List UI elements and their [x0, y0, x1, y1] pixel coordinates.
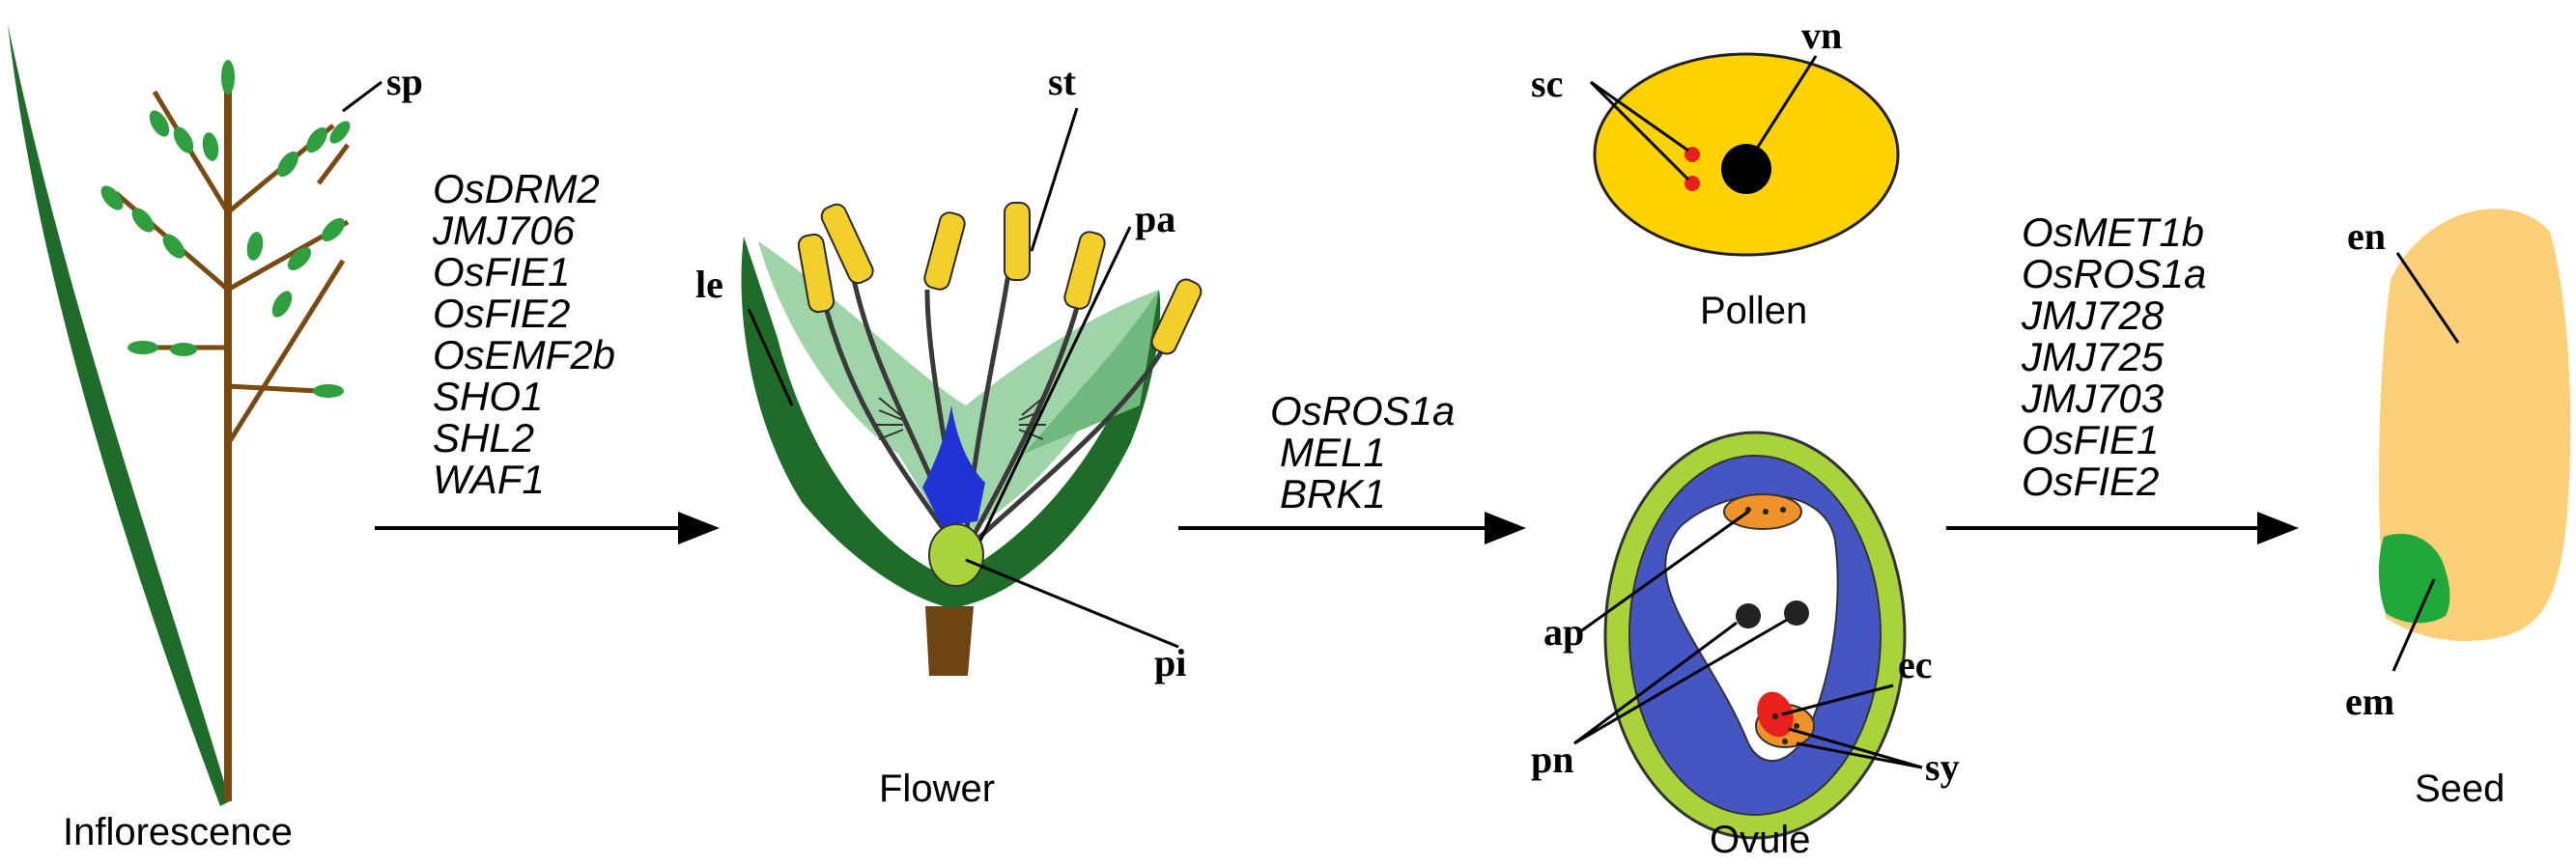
anthers — [797, 202, 1203, 355]
em-leader — [2392, 578, 2436, 672]
gene-1-1: OsDRM2 — [433, 166, 600, 211]
pollen-illustration — [1589, 52, 1900, 257]
polar-nucleus-2 — [1784, 600, 1809, 626]
label-pi: pi — [1154, 641, 1186, 684]
stigma — [876, 397, 1046, 440]
vn-leader — [1751, 55, 1818, 155]
le-leader — [747, 308, 794, 406]
gene-1-8: WAF1 — [433, 457, 545, 502]
gene-3-4: JMJ725 — [2021, 334, 2165, 379]
sc-leader-1 — [1590, 80, 1689, 153]
label-le: le — [695, 263, 723, 306]
label-ap: ap — [1543, 610, 1584, 654]
label-st: st — [1048, 60, 1077, 103]
label-em: em — [2345, 680, 2394, 723]
lemma — [741, 237, 1161, 608]
sc-leader-2 — [1589, 80, 1690, 181]
caption-inflorescence: Inflorescence — [63, 811, 293, 853]
sp-leader — [342, 80, 382, 113]
label-pn: pn — [1531, 738, 1574, 781]
gene-3-7: OsFIE2 — [2022, 459, 2159, 504]
sy-leader-2 — [1796, 741, 1923, 769]
label-sp: sp — [386, 60, 423, 103]
st-leader — [1030, 107, 1079, 252]
polar-nucleus-1 — [1736, 603, 1761, 628]
gene-1-7: SHL2 — [433, 415, 534, 460]
gene-1-3: OsFIE1 — [433, 249, 570, 294]
pa-leader — [978, 226, 1132, 542]
gene-1-5: OsEMF2b — [433, 332, 615, 377]
arrow-3 — [1946, 512, 2299, 544]
ovule-illustration — [1573, 431, 1923, 840]
inflorescence-illustration — [8, 24, 382, 806]
gene-list-2: OsROS1a MEL1 BRK1 — [1270, 388, 1455, 516]
sy-leader-1 — [1788, 727, 1923, 769]
gene-1-6: SHO1 — [433, 374, 543, 419]
caption-pollen: Pollen — [1700, 290, 1807, 332]
leaf-blade — [8, 24, 230, 806]
vegetative-nucleus — [1721, 144, 1771, 194]
ap-leader — [1578, 510, 1749, 634]
spikelets — [100, 60, 351, 398]
caption-flower: Flower — [879, 767, 995, 810]
synergid-dots — [1772, 713, 1799, 744]
style-blue — [922, 405, 985, 526]
gene-3-1: OsMET1b — [2022, 209, 2204, 255]
label-sc: sc — [1531, 62, 1563, 105]
gene-3-3: JMJ728 — [2021, 293, 2165, 338]
label-sy: sy — [1925, 745, 1960, 789]
flower-illustration — [741, 107, 1203, 676]
endosperm — [2379, 209, 2571, 641]
gene-2-3: BRK1 — [1280, 471, 1386, 516]
gene-1-4: OsFIE2 — [433, 291, 570, 336]
en-leader — [2395, 252, 2460, 344]
embryo — [2378, 533, 2450, 624]
gene-list-1: OsDRM2 JMJ706 OsFIE1 OsFIE2 OsEMF2b SHO1… — [432, 166, 615, 502]
label-pa: pa — [1135, 197, 1175, 240]
ec-leader — [1781, 684, 1894, 716]
seed-illustration — [2378, 209, 2571, 672]
pn-leader-2 — [1573, 618, 1788, 745]
caption-seed: Seed — [2415, 767, 2505, 810]
pn-leader-1 — [1573, 621, 1738, 745]
caption-ovule: Ovule — [1710, 819, 1811, 861]
gene-3-2: OsROS1a — [2022, 251, 2206, 296]
pistil — [928, 523, 984, 587]
arrow-2 — [1178, 512, 1526, 544]
label-ec: ec — [1898, 643, 1933, 686]
filaments — [818, 231, 1167, 543]
arrow-1 — [375, 512, 720, 544]
label-vn: vn — [1801, 14, 1842, 57]
gene-1-2: JMJ706 — [432, 208, 576, 253]
gene-3-5: JMJ703 — [2021, 376, 2164, 421]
gene-2-1: OsROS1a — [1270, 388, 1455, 433]
pedicel — [925, 606, 974, 676]
gene-list-3: OsMET1b OsROS1a JMJ728 JMJ725 JMJ703 OsF… — [2021, 209, 2206, 504]
gene-2-2: MEL1 — [1280, 430, 1386, 475]
label-en: en — [2347, 214, 2386, 258]
pi-leader — [965, 558, 1179, 649]
gene-3-6: OsFIE1 — [2022, 417, 2159, 462]
